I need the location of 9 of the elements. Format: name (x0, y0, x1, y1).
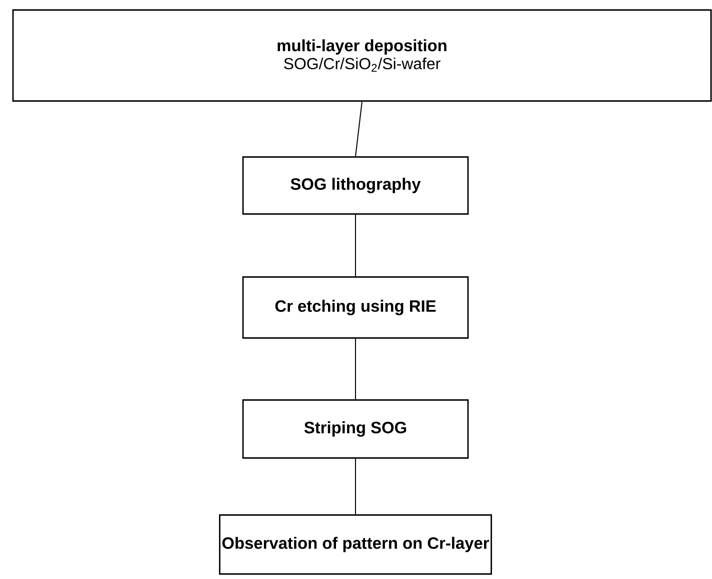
process-box: Striping SOG (242, 399, 469, 459)
connector-line (355, 338, 356, 400)
connector-line (355, 458, 356, 515)
connector-line (355, 101, 362, 157)
connector-line (355, 214, 356, 277)
layer-box: multi-layer deposition SOG/Cr/SiO$_{2}$/Si-wafer (12, 9, 712, 102)
process-box: Cr etching using RIE (242, 276, 469, 339)
process-box: Observation of pattern on Cr-layer (219, 514, 492, 575)
process-box: SOG lithography (242, 156, 469, 215)
